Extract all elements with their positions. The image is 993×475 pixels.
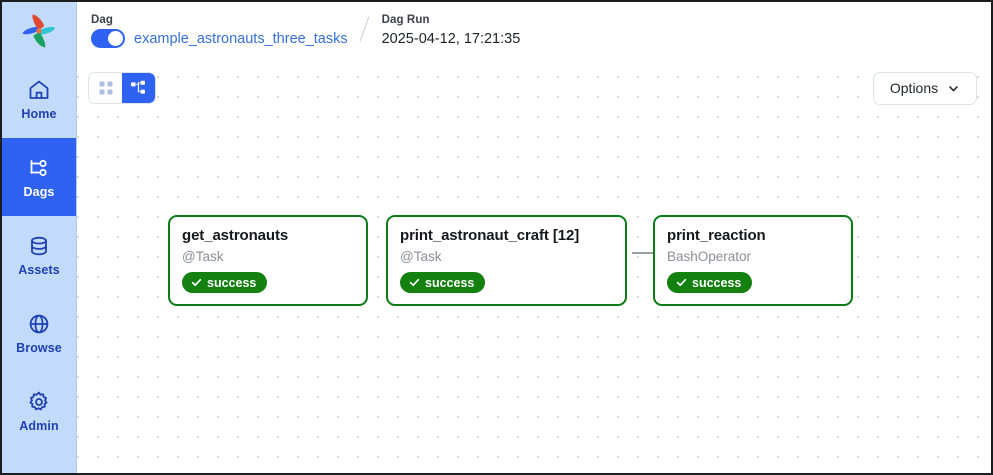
check-icon [676,278,687,287]
sidebar-item-admin[interactable]: Admin [2,372,76,450]
task-node-type: BashOperator [667,249,752,264]
sidebar-item-label-admin: Admin [19,418,59,433]
task-node-type: @Task [400,249,442,264]
airflow-pinwheel-logo-icon [22,14,56,48]
airflow-logo[interactable] [2,2,76,60]
toggle-knob [108,31,123,46]
graph-canvas[interactable]: Options get_astronauts @Task [77,60,991,473]
browse-icon [27,312,51,336]
sidebar: Home Dags [2,2,77,473]
check-icon [409,278,420,287]
dag-run-timestamp: 2025-04-12, 17:21:35 [381,30,521,47]
sidebar-item-label-dags: Dags [23,184,55,199]
dag-name-link[interactable]: example_astronauts_three_tasks [134,30,348,47]
options-button[interactable]: Options [873,71,977,105]
breadcrumb-separator-icon [348,12,382,50]
status-badge-label: success [692,275,742,290]
sidebar-item-assets[interactable]: Assets [2,216,76,294]
sidebar-item-browse[interactable]: Browse [2,294,76,372]
admin-icon [27,390,51,414]
status-badge: success [667,272,753,293]
sidebar-item-label-browse: Browse [16,340,62,355]
home-icon [27,78,51,102]
status-badge-label: success [207,275,257,290]
chevron-down-icon [949,85,958,91]
status-badge: success [400,272,486,293]
assets-icon [27,234,51,258]
breadcrumb: Dag example_astronauts_three_tasks Dag R… [77,2,991,60]
view-toggle-group [88,72,156,104]
task-node-type: @Task [182,249,224,264]
status-badge: success [182,272,268,293]
dag-run-label: Dag Run [381,13,430,26]
task-node-title: get_astronauts [182,227,289,244]
dags-icon [27,156,51,180]
sidebar-item-dags[interactable]: Dags [2,138,76,216]
task-node-title: print_reaction [667,227,766,244]
check-icon [191,278,202,287]
task-node-print-astronaut-craft[interactable]: print_astronaut_craft [12] @Task success [386,215,627,306]
options-button-label: Options [889,80,939,96]
dag-label: Dag [91,13,114,26]
task-node-title: print_astronaut_craft [12] [400,227,580,244]
task-node-print-reaction[interactable]: print_reaction BashOperator success [653,215,853,306]
graph-toolbar: Options [77,65,991,111]
breadcrumb-dag: Dag example_astronauts_three_tasks [91,14,348,49]
grid-view-button[interactable] [89,73,122,103]
main-content: Dag example_astronauts_three_tasks Dag R… [77,2,991,473]
edge-print-craft-to-print-reaction [632,252,653,254]
task-node-get-astronauts[interactable]: get_astronauts @Task success [168,215,368,306]
dag-pause-toggle[interactable] [91,29,125,48]
dag-graph: get_astronauts @Task success print_astro… [77,60,991,473]
sidebar-item-label-home: Home [21,106,57,121]
status-badge-label: success [425,275,475,290]
graph-icon [131,80,145,94]
breadcrumb-dag-run: Dag Run 2025-04-12, 17:21:35 [382,14,521,49]
sidebar-item-label-assets: Assets [18,262,60,277]
sidebar-item-home[interactable]: Home [2,60,76,138]
grid-icon [99,81,112,95]
graph-view-button[interactable] [122,73,155,103]
